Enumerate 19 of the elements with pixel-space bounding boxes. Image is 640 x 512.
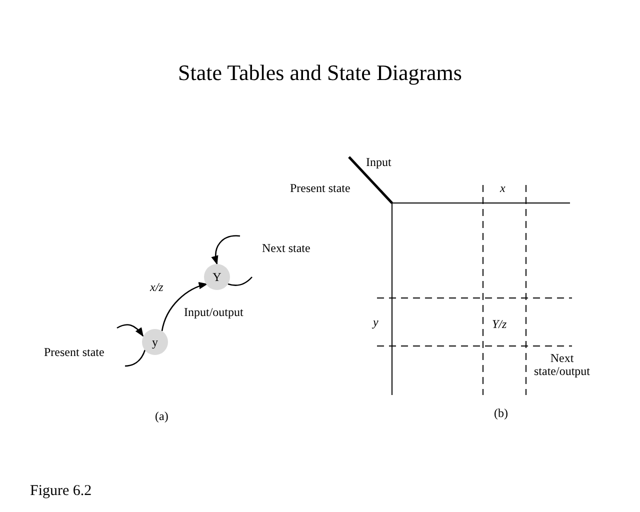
- annotation-label: Next state: [262, 242, 310, 256]
- state-circle: y: [142, 329, 168, 355]
- annotation-label: Input/output: [184, 306, 244, 320]
- annotation-label: Next state/output: [533, 352, 591, 378]
- loop-arrow: [116, 324, 144, 337]
- annotation-label: Present state: [44, 346, 104, 360]
- loop-arrow: [212, 235, 240, 265]
- state-circle: Y: [204, 264, 230, 290]
- annotation-label: x: [500, 182, 506, 196]
- annotation-label: (a): [155, 410, 168, 424]
- annotation-label: (b): [494, 407, 508, 420]
- annotation-label: Input: [366, 156, 392, 170]
- annotation-label: y: [373, 316, 378, 330]
- edge-label: x/z: [150, 281, 164, 294]
- annotation-label: Present state: [290, 182, 350, 196]
- figure-caption: Figure 6.2: [30, 483, 92, 500]
- diagram-title: State Tables and State Diagrams: [177, 60, 463, 86]
- transition-arrow: [161, 282, 208, 332]
- annotation-label: Y/z: [492, 318, 507, 332]
